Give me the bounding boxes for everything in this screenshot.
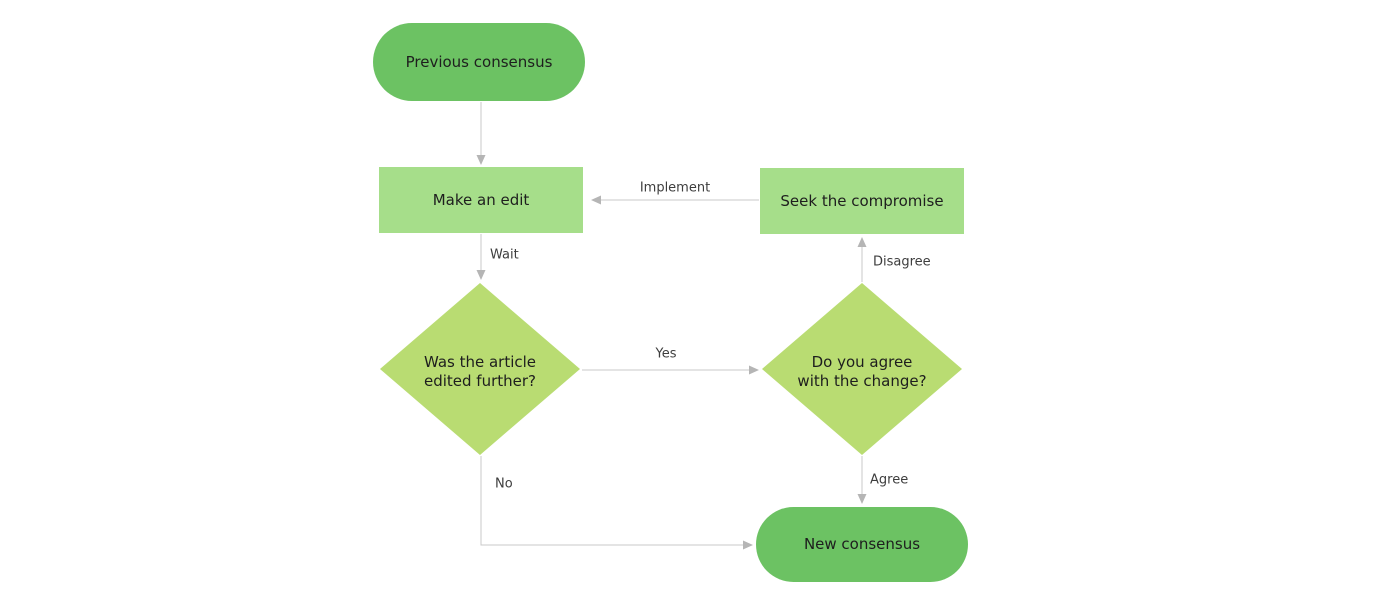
edge-label-agree: Agree [870, 472, 909, 488]
edge-was-article-edited-to-new-consensus [480, 456, 753, 550]
node-previous-consensus-label: Previous consensus [405, 52, 553, 71]
node-seek-the-compromise-label: Seek the compromise [780, 191, 944, 210]
node-do-you-agree-label: Do you agree with the change? [797, 353, 927, 390]
node-was-article-edited-label: Was the article edited further? [423, 353, 537, 390]
node-seek-the-compromise: Seek the compromise [760, 168, 964, 234]
node-was-article-edited-decision: Was the article edited further? [380, 283, 580, 455]
node-make-an-edit-label: Make an edit [432, 190, 530, 209]
node-previous-consensus: Previous consensus [373, 23, 585, 101]
edge-label-no: No [495, 476, 513, 492]
edge-label-yes: Yes [655, 346, 677, 362]
edge-label-wait: Wait [490, 247, 519, 263]
node-do-you-agree-decision: Do you agree with the change? [762, 283, 962, 455]
edge-label-disagree: Disagree [873, 254, 931, 270]
node-new-consensus-label: New consensus [803, 535, 921, 554]
node-new-consensus: New consensus [756, 507, 968, 582]
edge-label-implement: Implement [639, 180, 711, 196]
node-make-an-edit: Make an edit [379, 167, 583, 233]
